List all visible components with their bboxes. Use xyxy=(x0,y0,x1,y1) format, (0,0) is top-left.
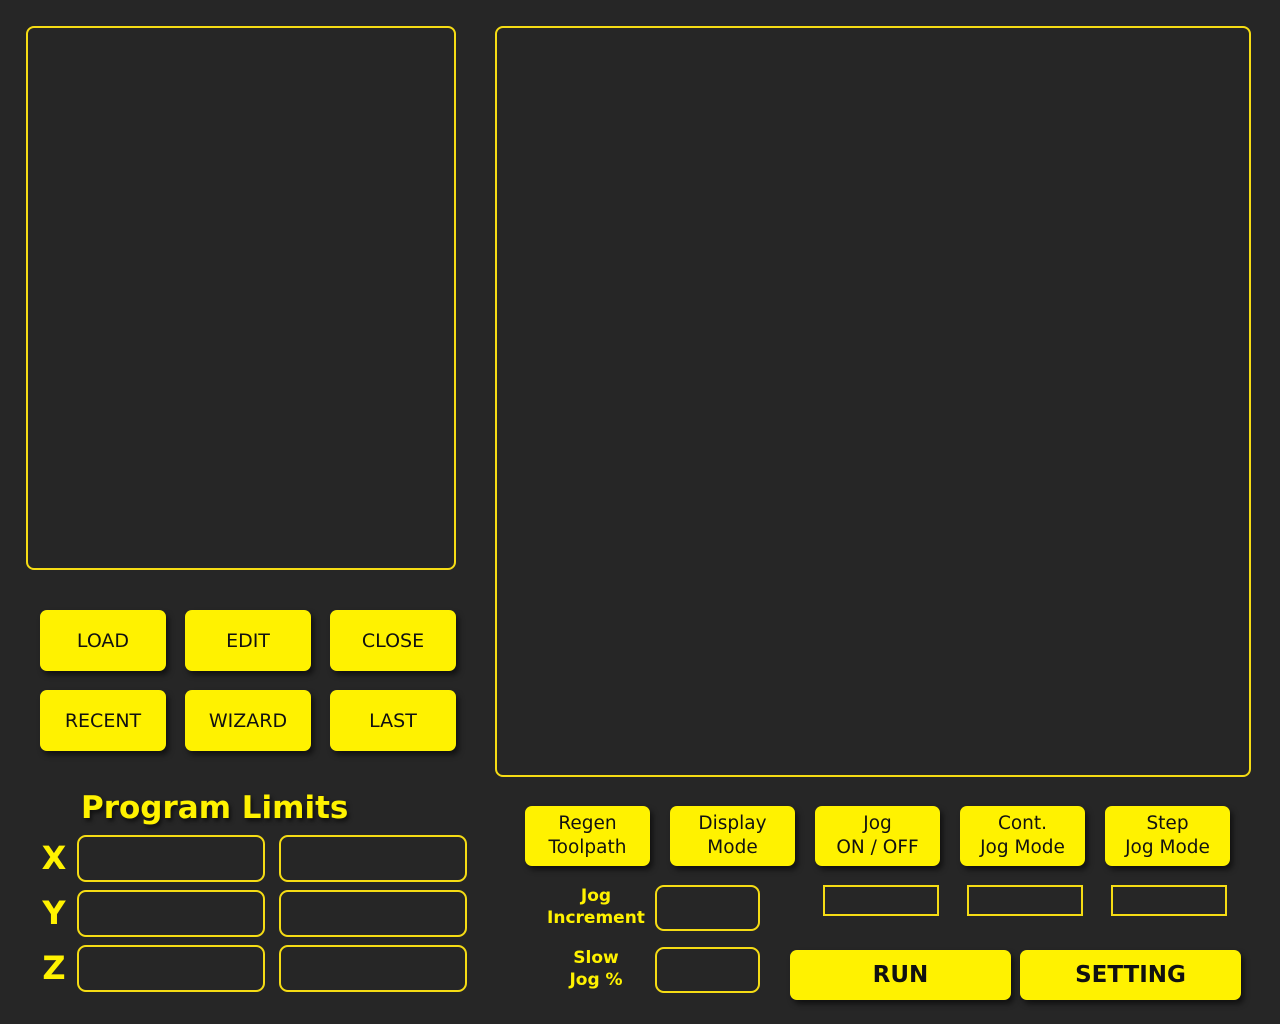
edit-button[interactable]: EDIT xyxy=(185,610,311,671)
step-jog-mode-label-line1: Step xyxy=(1146,813,1189,834)
cont-jog-mode-label-line1: Cont. xyxy=(997,813,1048,834)
slow-jog-label: Slow Jog % xyxy=(541,947,651,991)
jog-increment-field[interactable] xyxy=(655,885,760,931)
jog-toggle-button[interactable]: Jog ON / OFF xyxy=(815,806,940,866)
axis-label-y: Y xyxy=(42,894,66,932)
regen-toolpath-label-line2: Toolpath xyxy=(548,837,627,858)
cont-jog-mode-label-line2: Jog Mode xyxy=(980,837,1065,858)
x-max-field[interactable] xyxy=(279,835,467,882)
close-button[interactable]: CLOSE xyxy=(330,610,456,671)
jog-status-indicator xyxy=(823,885,939,916)
slow-jog-percent-field[interactable] xyxy=(655,947,760,993)
run-button[interactable]: RUN xyxy=(790,950,1011,1000)
display-mode-button[interactable]: Display Mode xyxy=(670,806,795,866)
display-mode-label-line1: Display xyxy=(698,813,767,834)
cont-jog-mode-button[interactable]: Cont. Jog Mode xyxy=(960,806,1085,866)
axis-label-z: Z xyxy=(42,949,66,987)
step-jog-mode-button[interactable]: Step Jog Mode xyxy=(1105,806,1230,866)
y-max-field[interactable] xyxy=(279,890,467,937)
x-min-field[interactable] xyxy=(77,835,265,882)
toolpath-display[interactable] xyxy=(495,26,1251,777)
program-limits-title: Program Limits xyxy=(81,790,349,826)
last-button[interactable]: LAST xyxy=(330,690,456,751)
step-jog-mode-label-line2: Jog Mode xyxy=(1125,837,1210,858)
regen-toolpath-button[interactable]: Regen Toolpath xyxy=(525,806,650,866)
regen-toolpath-label-line1: Regen xyxy=(558,813,617,834)
step-jog-indicator xyxy=(1111,885,1227,916)
jog-increment-label-line1: Jog xyxy=(580,886,612,906)
cont-jog-indicator xyxy=(967,885,1083,916)
wizard-button[interactable]: WIZARD xyxy=(185,690,311,751)
slow-jog-label-line2: Jog % xyxy=(569,970,623,990)
display-mode-label-line2: Mode xyxy=(707,837,758,858)
gcode-panel[interactable] xyxy=(26,26,456,570)
y-min-field[interactable] xyxy=(77,890,265,937)
load-button[interactable]: LOAD xyxy=(40,610,166,671)
jog-increment-label: Jog Increment xyxy=(541,885,651,929)
jog-toggle-label-line2: ON / OFF xyxy=(836,837,919,858)
slow-jog-label-line1: Slow xyxy=(573,948,619,968)
setting-button[interactable]: SETTING xyxy=(1020,950,1241,1000)
z-min-field[interactable] xyxy=(77,945,265,992)
jog-toggle-label-line1: Jog xyxy=(863,813,892,834)
recent-button[interactable]: RECENT xyxy=(40,690,166,751)
axis-label-x: X xyxy=(41,839,67,877)
jog-increment-label-line2: Increment xyxy=(547,908,645,928)
z-max-field[interactable] xyxy=(279,945,467,992)
